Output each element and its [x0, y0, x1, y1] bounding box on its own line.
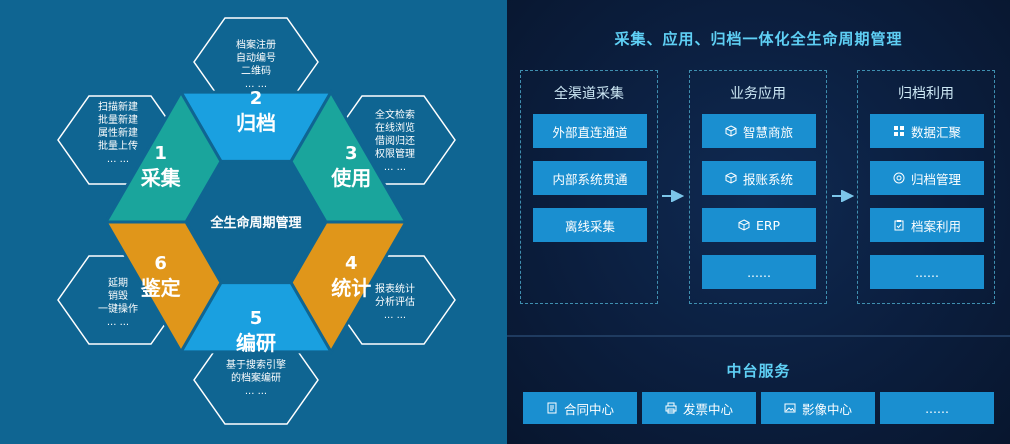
- group-title: 归档利用: [898, 86, 954, 102]
- group-item-label: ERP: [755, 217, 781, 233]
- group-title: 业务应用: [730, 86, 786, 102]
- architecture-group: 全渠道采集外部直连通道内部系统贯通离线采集: [520, 70, 658, 304]
- middle-service-item: 合同中心: [523, 392, 637, 424]
- group-item: ......: [870, 255, 984, 289]
- segment-description-line: ... ...: [384, 310, 406, 321]
- segment-description-line: 销毁: [108, 289, 128, 302]
- middle-service-label: 发票中心: [682, 401, 733, 417]
- middle-service-item: ......: [880, 392, 994, 424]
- cube-icon: [725, 125, 737, 137]
- middle-service-label: 影像中心: [801, 401, 852, 417]
- group-item: 离线采集: [533, 208, 647, 242]
- group-item: ......: [702, 255, 816, 289]
- segment-description-line: 扫描新建: [98, 100, 138, 113]
- arrow-right-icon: [662, 190, 684, 202]
- segment-number: 4: [345, 253, 358, 274]
- segment-description-line: ... ...: [245, 386, 267, 397]
- segment-label: 统计: [331, 276, 371, 300]
- segment-description-line: ... ...: [107, 317, 129, 328]
- center-label: 全生命周期管理: [209, 215, 301, 231]
- cube-icon: [725, 172, 737, 184]
- middle-service-item: 发票中心: [642, 392, 756, 424]
- segment-description-line: ... ...: [107, 154, 129, 165]
- segment-description-line: 借阅归还: [375, 134, 415, 147]
- architecture-group: 归档利用数据汇聚归档管理档案利用......: [857, 70, 995, 304]
- cube-icon: [738, 219, 750, 231]
- group-item-label: 数据汇聚: [910, 124, 961, 140]
- grid-icon: [893, 125, 905, 137]
- segment-description-line: 属性新建: [98, 126, 138, 139]
- architecture-panel: 采集、应用、归档一体化全生命周期管理 全渠道采集外部直连通道内部系统贯通离线采集…: [507, 0, 1010, 444]
- segment-description-line: 批量新建: [98, 113, 138, 126]
- segment-description-line: 延期: [108, 277, 128, 289]
- segment-number: 1: [154, 143, 167, 164]
- group-title: 全渠道采集: [554, 86, 624, 102]
- segment-description-line: 分析评估: [375, 295, 415, 308]
- middle-platform-title: 中台服务: [726, 362, 791, 380]
- middle-service-label: ......: [925, 400, 949, 416]
- segment-description-line: 在线浏览: [375, 121, 415, 134]
- segment-description-line: 的档案编研: [231, 371, 281, 384]
- clipboard-icon: [893, 219, 905, 231]
- segment-label: 鉴定: [140, 276, 181, 300]
- group-item: 归档管理: [870, 161, 984, 195]
- segment-description-line: 自动编号: [236, 51, 276, 64]
- segment-description-line: 档案注册: [236, 38, 276, 51]
- group-item: ERP: [702, 208, 816, 242]
- middle-service-item: 影像中心: [761, 392, 875, 424]
- group-item-label: 智慧商旅: [742, 124, 793, 140]
- segment-description-line: ... ...: [384, 162, 406, 173]
- segment-description-line: ... ...: [245, 79, 267, 90]
- segment-label: 采集: [141, 166, 182, 190]
- group-item-label: 离线采集: [564, 218, 615, 234]
- segment-number: 3: [345, 143, 358, 164]
- group-item: 智慧商旅: [702, 114, 816, 148]
- group-item-label: 归档管理: [910, 171, 961, 187]
- arrow-right-icon: [832, 190, 854, 202]
- group-item: 内部系统贯通: [533, 161, 647, 195]
- segment-description-line: 二维码: [241, 64, 271, 77]
- group-item-label: 外部直连通道: [552, 124, 628, 140]
- image-icon: [784, 402, 796, 414]
- segment-number: 2: [250, 88, 263, 109]
- lifecycle-segment: [103, 89, 223, 224]
- segment-number: 5: [250, 308, 263, 329]
- segment-description-line: 基于搜索引擎: [226, 358, 286, 371]
- architecture-title: 采集、应用、归档一体化全生命周期管理: [614, 30, 903, 48]
- segment-description-line: 权限管理: [375, 147, 415, 160]
- group-item-label: 内部系统贯通: [552, 171, 628, 187]
- section-divider: [507, 335, 1010, 337]
- group-item: 外部直连通道: [533, 114, 647, 148]
- group-item: 档案利用: [870, 208, 984, 242]
- segment-description-line: 报表统计: [375, 282, 415, 295]
- segment-label: 使用: [330, 166, 371, 190]
- segment-label: 归档: [236, 111, 276, 135]
- group-item-label: 报账系统: [742, 171, 793, 187]
- group-item-label: 档案利用: [910, 218, 961, 234]
- printer-icon: [665, 402, 677, 414]
- document-icon: [546, 402, 558, 414]
- group-item-label: ......: [747, 264, 771, 280]
- group-item: 报账系统: [702, 161, 816, 195]
- segment-description-line: 全文检索: [375, 108, 415, 121]
- group-item-label: ......: [915, 264, 939, 280]
- segment-description-line: 一键操作: [98, 302, 138, 315]
- segment-description-line: 批量上传: [98, 139, 138, 152]
- segment-number: 6: [154, 253, 167, 274]
- group-item: 数据汇聚: [870, 114, 984, 148]
- target-icon: [893, 172, 905, 184]
- architecture-group: 业务应用智慧商旅报账系统 ERP......: [689, 70, 827, 304]
- middle-service-label: 合同中心: [563, 401, 614, 417]
- segment-label: 编研: [236, 331, 276, 355]
